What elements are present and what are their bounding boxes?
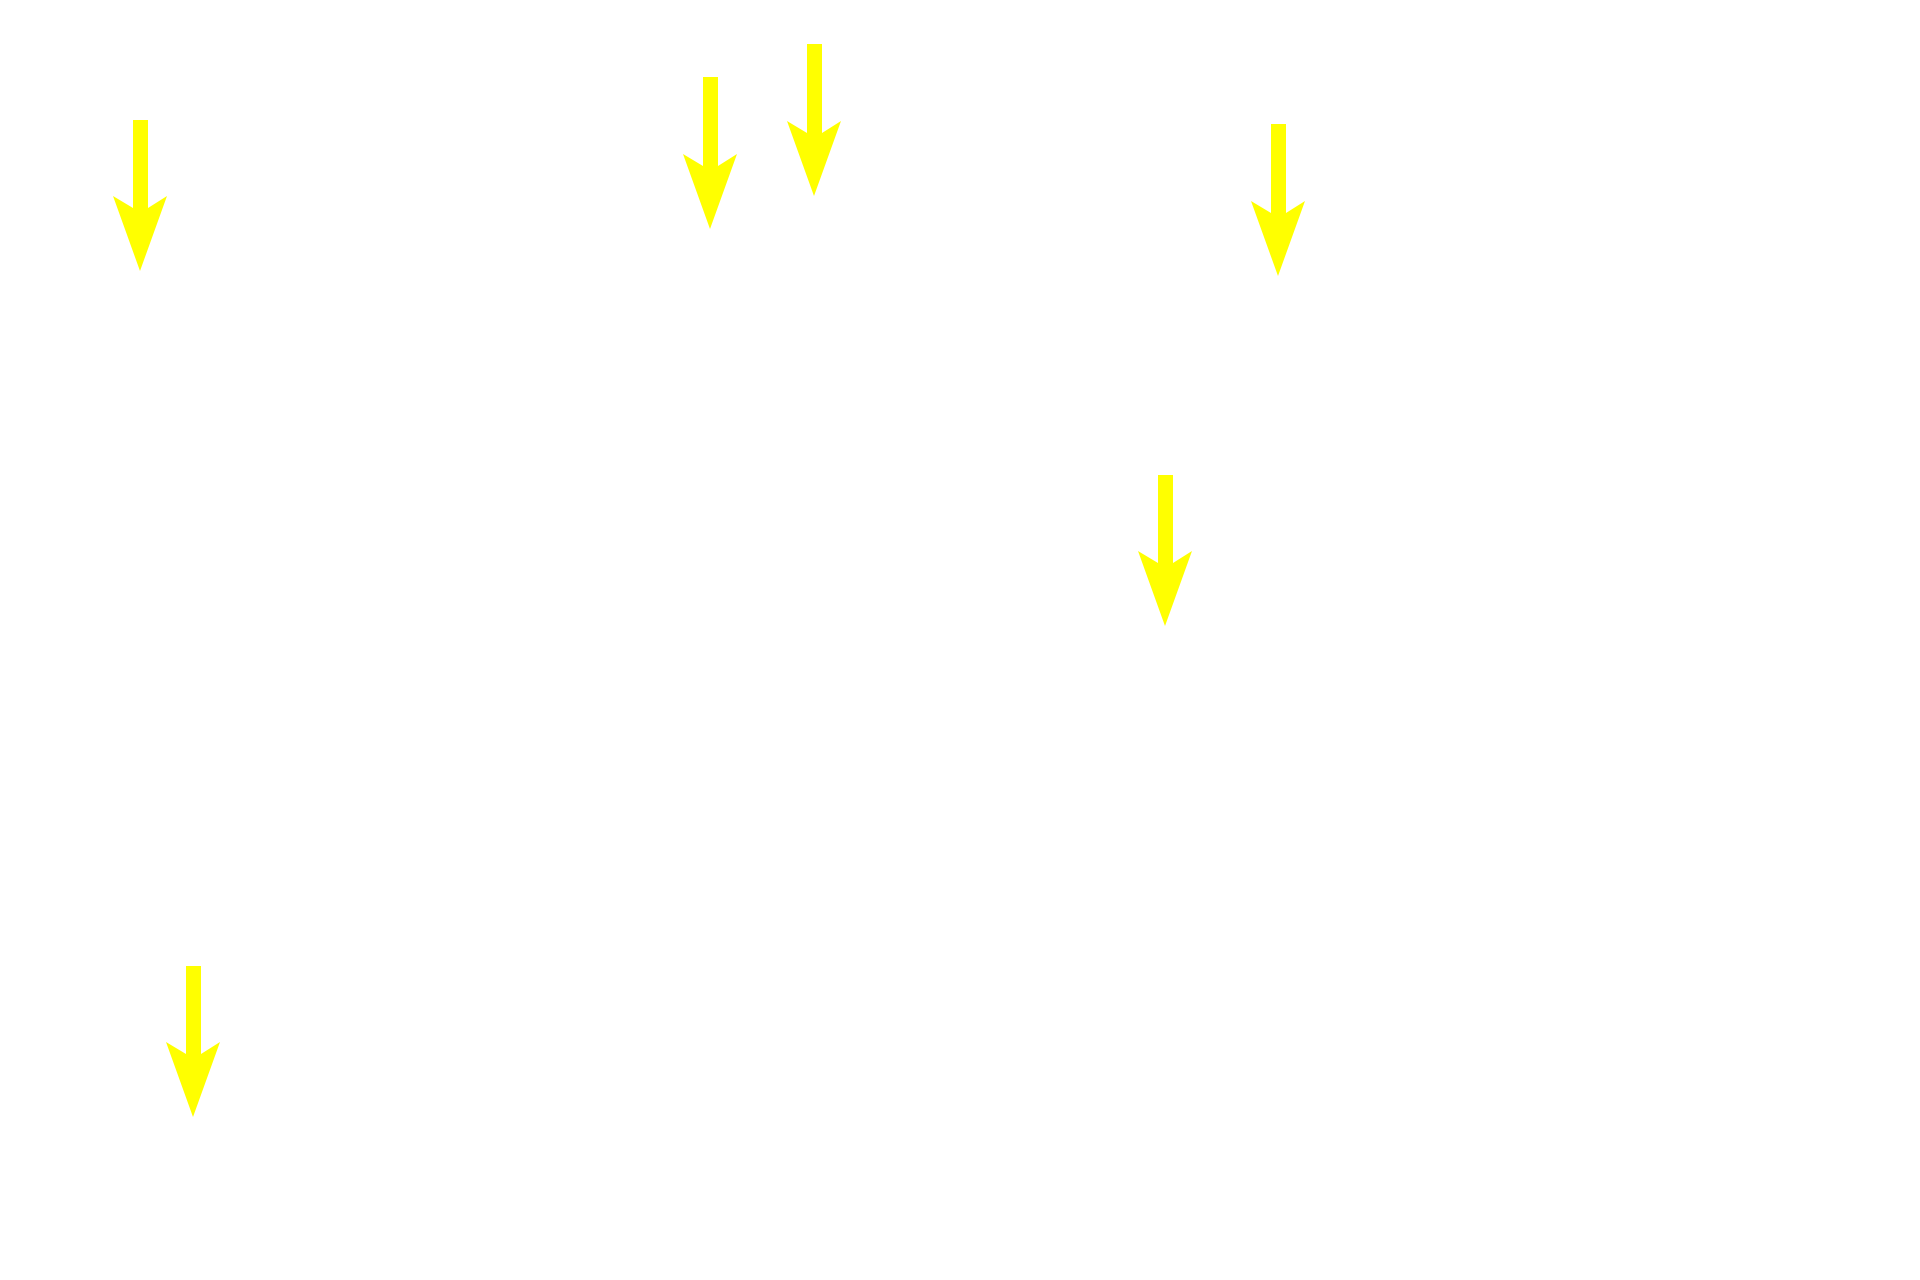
arrow-head	[113, 196, 167, 271]
arrow-down-icon	[1138, 475, 1192, 626]
arrow-head	[1251, 201, 1305, 276]
arrow-down-icon	[113, 120, 167, 271]
arrow-down-icon	[683, 77, 737, 229]
arrow-shaft	[807, 44, 822, 135]
arrow-down-icon	[166, 966, 220, 1117]
arrow-shaft	[703, 77, 718, 168]
arrow-head	[683, 154, 737, 229]
arrow-down-icon	[1251, 124, 1305, 276]
arrow-head	[166, 1042, 220, 1117]
arrow-shaft	[186, 966, 201, 1056]
arrow-shaft	[1271, 124, 1286, 215]
arrow-head	[787, 121, 841, 196]
arrow-head	[1138, 551, 1192, 626]
arrow-shaft	[1158, 475, 1173, 565]
arrow-shaft	[133, 120, 148, 210]
arrow-down-icon	[787, 44, 841, 196]
